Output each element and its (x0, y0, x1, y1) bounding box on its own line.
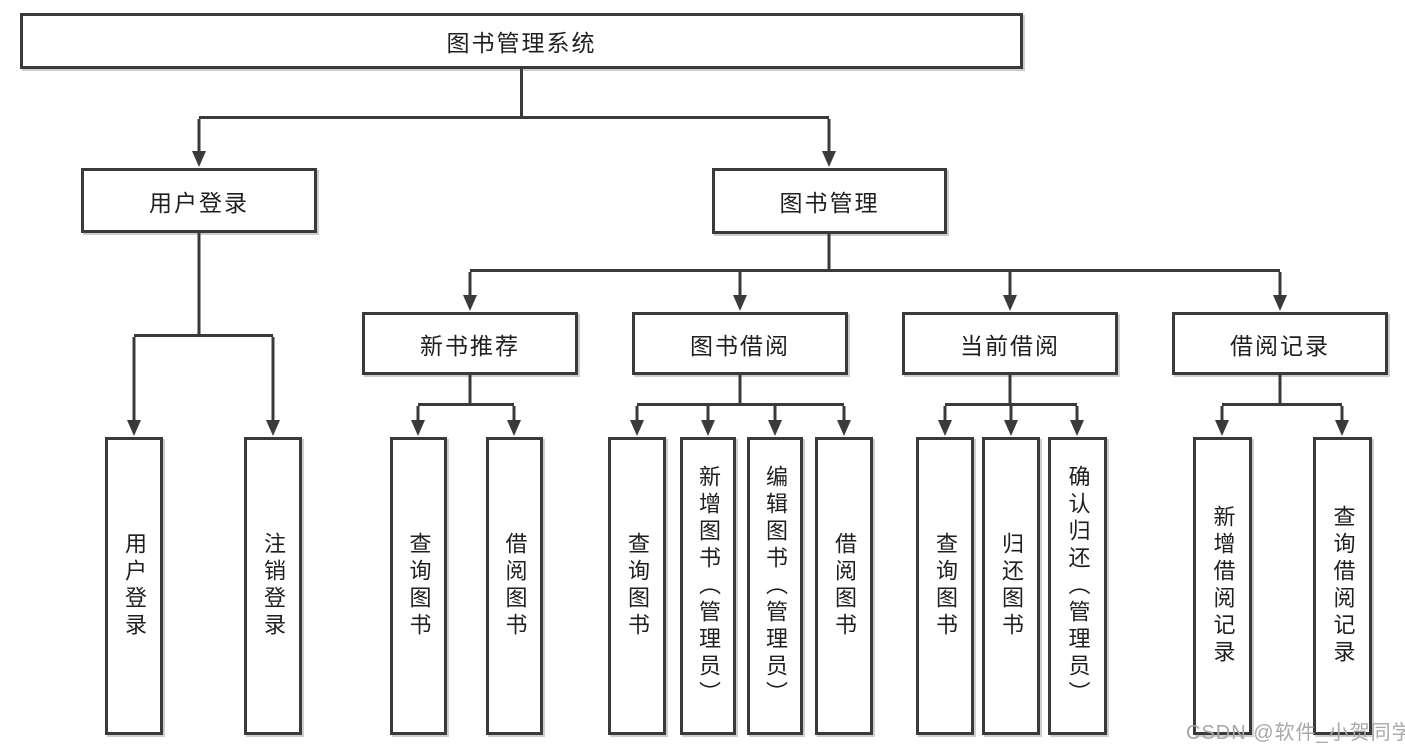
leaf-query-borrow-record: 查询借阅记录 (1313, 437, 1372, 735)
leaf-add-borrow-record: 新增借阅记录 (1193, 437, 1252, 735)
node-book-management: 图书管理 (712, 168, 947, 234)
node-new-book-recommend: 新书推荐 (362, 312, 578, 375)
leaf-borrow-book: 借阅图书 (815, 437, 873, 735)
leaf-logout: 注销登录 (244, 437, 302, 735)
leaf-return-book: 归还图书 (982, 437, 1040, 735)
leaf-add-book-admin: 新增图书（管理员） (680, 437, 736, 735)
node-current-borrowing: 当前借阅 (902, 312, 1118, 375)
leaf-recommend-query-book: 查询图书 (390, 437, 447, 735)
leaf-current-query-book: 查询图书 (916, 437, 974, 735)
node-library-management-system: 图书管理系统 (20, 13, 1023, 69)
node-book-borrowing: 图书借阅 (632, 312, 848, 375)
leaf-recommend-borrow-book: 借阅图书 (486, 437, 543, 735)
leaf-borrowing-query-book: 查询图书 (608, 437, 666, 735)
node-user-login: 用户登录 (81, 168, 317, 233)
leaf-edit-book-admin: 编辑图书（管理员） (747, 437, 803, 735)
leaf-user-login: 用户登录 (105, 437, 163, 735)
csdn-watermark: CSDN @软件_小贺同学 (1186, 722, 1405, 744)
leaf-confirm-return-admin: 确认归还（管理员） (1048, 437, 1107, 735)
node-borrowing-records: 借阅记录 (1172, 312, 1388, 375)
